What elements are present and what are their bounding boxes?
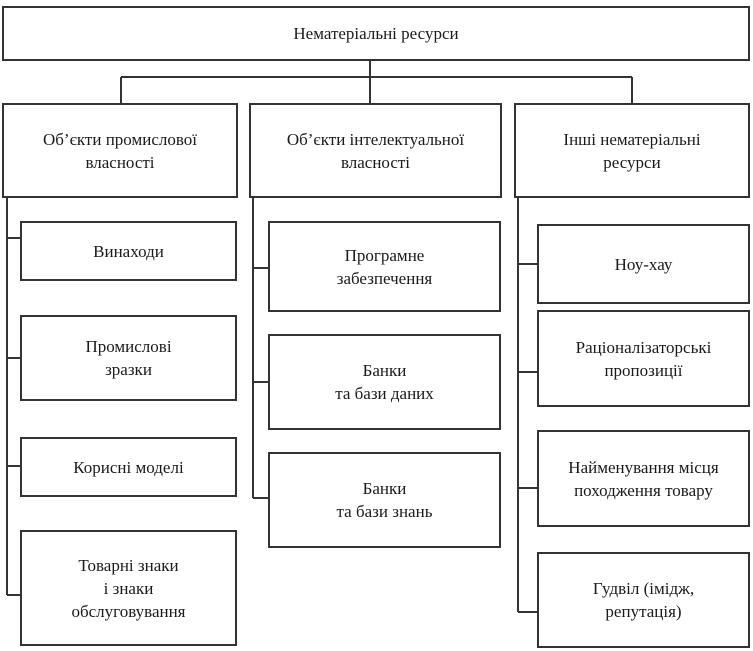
item-know-how: Ноу-хау [537, 224, 750, 304]
item-knowledge-banks: Банки та бази знань [268, 452, 501, 548]
item-geographical-indication: Найменування місця походження товару [537, 430, 750, 527]
category-other-intangible-resources: Інші нематеріальні ресурси [514, 103, 750, 198]
item-data-banks: Банки та бази даних [268, 334, 501, 430]
item-software: Програмне забезпечення [268, 221, 501, 312]
item-utility-models: Корисні моделі [20, 437, 237, 497]
category-industrial-property: Об’єкти промислової власності [2, 103, 238, 198]
category-intellectual-property: Об’єкти інтелектуальної власності [249, 103, 502, 198]
item-trademarks: Товарні знаки і знаки обслуговування [20, 530, 237, 646]
item-inventions: Винаходи [20, 221, 237, 281]
root-node: Нематеріальні ресурси [2, 6, 750, 61]
item-rationalization-proposals: Раціоналізаторські пропозиції [537, 310, 750, 407]
item-industrial-designs: Промислові зразки [20, 315, 237, 401]
item-goodwill: Гудвіл (імідж, репутація) [537, 552, 750, 648]
